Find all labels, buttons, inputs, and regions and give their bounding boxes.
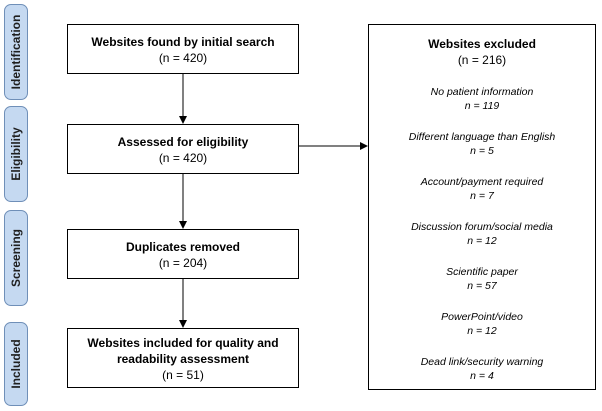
exclusion-reason-label: Scientific paper — [446, 266, 518, 278]
box-websites-found-count: (n = 420) — [158, 51, 208, 65]
exclusion-reason-label: Dead link/security warning — [420, 356, 544, 368]
phase-eligibility: Eligibility — [4, 106, 28, 202]
phase-screening: Screening — [4, 210, 28, 306]
exclusion-reason: Dead link/security warning n = 4 — [369, 355, 595, 383]
box-websites-included-title-line1: Websites included for quality and — [87, 336, 279, 350]
box-websites-excluded-title: Websites excluded — [428, 37, 536, 51]
exclusion-reason-label: Discussion forum/social media — [411, 221, 553, 233]
exclusion-reason-label: Different language than English — [408, 131, 556, 143]
exclusion-reason: Discussion forum/social media n = 12 — [369, 220, 595, 248]
box-duplicates-removed: Duplicates removed (n = 204) — [67, 229, 299, 279]
exclusion-reason-count: n = 7 — [470, 190, 494, 202]
exclusion-reason: PowerPoint/video n = 12 — [369, 310, 595, 338]
phase-identification: Identification — [4, 4, 28, 100]
box-websites-excluded-count: (n = 216) — [457, 53, 507, 67]
exclusion-reason-label: Account/payment required — [420, 176, 544, 188]
exclusion-reason: Account/payment required n = 7 — [369, 175, 595, 203]
box-duplicates-removed-title: Duplicates removed — [125, 240, 241, 254]
box-websites-included-title-line2: readability assessment — [116, 352, 250, 366]
exclusion-reason: Different language than English n = 5 — [369, 130, 595, 158]
exclusion-reason-count: n = 4 — [470, 370, 494, 382]
exclusion-reason-label: No patient information — [430, 86, 534, 98]
box-assessed-eligibility-count: (n = 420) — [158, 151, 208, 165]
box-assessed-eligibility: Assessed for eligibility (n = 420) — [67, 124, 299, 174]
box-duplicates-removed-count: (n = 204) — [158, 256, 208, 270]
exclusion-reason-count: n = 57 — [467, 280, 497, 292]
exclusion-reason-count: n = 119 — [464, 100, 500, 112]
exclusion-reason-count: n = 12 — [467, 235, 497, 247]
exclusion-reason: No patient information n = 119 — [369, 85, 595, 113]
box-websites-included: Websites included for quality and readab… — [67, 328, 299, 388]
box-assessed-eligibility-title: Assessed for eligibility — [117, 135, 249, 149]
phase-included: Included — [4, 322, 28, 406]
exclusion-reason-count: n = 12 — [467, 325, 497, 337]
box-websites-included-count: (n = 51) — [162, 368, 204, 382]
box-websites-excluded: Websites excluded (n = 216) No patient i… — [368, 24, 596, 390]
box-websites-found-title: Websites found by initial search — [91, 35, 275, 49]
exclusion-reason-label: PowerPoint/video — [441, 311, 523, 323]
exclusion-reason: Scientific paper n = 57 — [369, 265, 595, 293]
exclusion-reason-count: n = 5 — [470, 145, 494, 157]
box-websites-found: Websites found by initial search (n = 42… — [67, 24, 299, 74]
